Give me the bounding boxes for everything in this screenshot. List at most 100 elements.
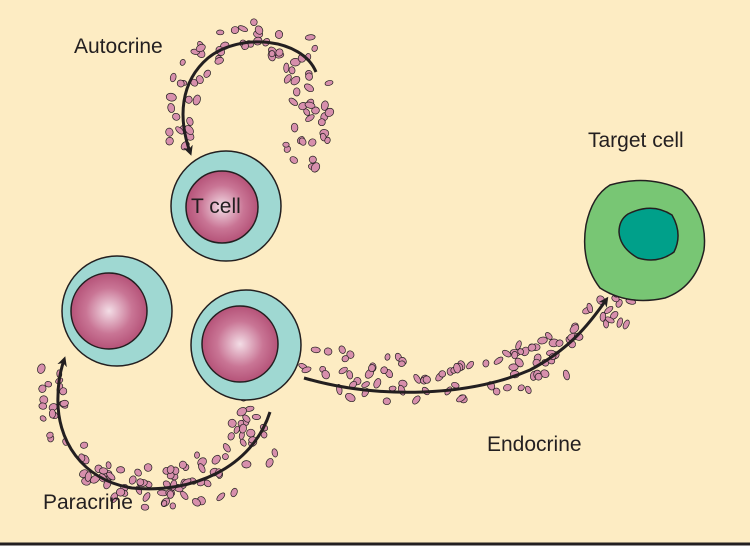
cytokine-particle <box>524 385 532 394</box>
paracrine-label: Paracrine <box>43 491 133 514</box>
cytokine-particle <box>178 460 187 469</box>
cytokine-particle <box>345 392 356 403</box>
cytokine-particle <box>250 18 258 26</box>
cytokine-particle <box>230 487 238 498</box>
endocrine-label: Endocrine <box>487 433 582 456</box>
cytokine-particle <box>128 475 137 485</box>
cytokine-particle <box>515 340 522 351</box>
cytokine-particle <box>274 30 284 39</box>
cytokine-particle <box>288 97 298 106</box>
cytokine-particle <box>179 59 186 66</box>
endocrine-target-cell <box>583 179 706 302</box>
cytokine-particle <box>323 347 333 356</box>
cytokine-particle <box>214 57 224 65</box>
cytokine-particle <box>180 490 189 500</box>
cytokine-particle <box>540 369 550 378</box>
cytokine-particle <box>44 381 53 388</box>
cytokine-particle <box>39 395 49 405</box>
cytokine-particle <box>59 399 69 407</box>
cytokine-particle <box>271 448 278 458</box>
endocrine-arrow <box>303 296 609 394</box>
cytokine-particle <box>304 83 314 93</box>
cytokine-particle <box>305 114 315 122</box>
cytokine-particle <box>169 502 176 510</box>
cytokine-particle <box>198 463 206 474</box>
cytokine-particle <box>604 305 614 315</box>
cytokine-particle <box>48 408 56 419</box>
cytokine-particle <box>251 414 261 420</box>
cytokine-particle <box>38 402 48 410</box>
cytokine-particle <box>373 378 382 389</box>
paracrine-target-cell <box>61 255 173 367</box>
cytokine-particle <box>298 137 307 146</box>
cytokine-particle <box>192 94 201 106</box>
cytokine-particle <box>239 438 247 447</box>
cytokine-particle <box>311 44 318 52</box>
cytokine-particle <box>310 346 321 354</box>
cytokine-particle <box>527 343 537 352</box>
cytokine-particle <box>290 75 301 86</box>
cytokine-particle <box>534 372 543 381</box>
cytokine-particle <box>184 125 194 135</box>
cytokine-particle <box>283 62 290 73</box>
cytokine-particle <box>216 29 225 36</box>
cytokine-particle <box>310 162 321 173</box>
cytokine-particle <box>324 80 334 86</box>
cytokine-particle <box>143 463 153 472</box>
cytokine-particle <box>194 451 200 459</box>
cytokine-particle <box>260 431 268 439</box>
cytokine-particle <box>622 319 630 330</box>
cytokine-particle <box>305 72 313 81</box>
cytokine-particle <box>283 74 292 84</box>
cytokine-particle <box>517 384 525 392</box>
cytokine-particle <box>169 72 177 83</box>
cytokine-particle <box>134 468 142 477</box>
cytokine-particle <box>211 454 221 465</box>
cytokine-particle <box>216 492 226 502</box>
cytokine-particle <box>222 443 231 453</box>
cytokine-particle <box>227 432 235 441</box>
cytokine-particle <box>236 407 247 417</box>
cytokine-particle <box>380 366 388 375</box>
cytokine-particle <box>254 25 264 35</box>
secreting-t-cell <box>190 289 302 401</box>
cytokine-particle <box>304 101 316 109</box>
t-cell-autocrine <box>170 150 282 262</box>
cytokine-particle <box>438 370 447 378</box>
cytokine-particle <box>165 127 174 137</box>
cytokine-particle <box>105 461 112 470</box>
cytokine-particle <box>239 423 247 434</box>
cytokine-particle <box>384 353 391 361</box>
cytokine-particle <box>265 458 274 468</box>
cytokine-particle <box>502 349 512 358</box>
cytokine-particle <box>233 425 240 434</box>
cytokine-particle <box>368 364 376 373</box>
cytokine-particle <box>84 471 92 482</box>
cytokine-particle <box>545 332 553 340</box>
cytokine-particle <box>586 302 593 314</box>
cytokine-particle <box>453 362 461 374</box>
cytokine-particles <box>37 18 637 511</box>
cytokine-particle <box>241 460 252 469</box>
cytokine-particle <box>80 441 89 449</box>
cytokine-particle <box>569 324 580 334</box>
cytokine-particle <box>451 381 460 389</box>
cytokine-particle <box>275 48 284 57</box>
cytokine-particle <box>288 66 296 75</box>
cytokine-particle <box>136 478 145 486</box>
t-cell-label: T cell <box>191 195 241 218</box>
cytokine-particle <box>320 100 329 111</box>
cytokine-particle <box>191 498 201 507</box>
cytokine-particle <box>246 428 256 438</box>
cytokine-particle <box>282 141 290 148</box>
cytokine-particle <box>203 69 211 78</box>
cytokine-particle <box>361 381 370 388</box>
cytokine-particle <box>172 112 181 121</box>
cytokine-particle <box>304 34 316 41</box>
cytokine-particle <box>492 387 501 396</box>
cytokine-particle <box>39 415 47 422</box>
cytokine-particle <box>324 107 335 117</box>
cytokine-particle <box>98 467 109 475</box>
